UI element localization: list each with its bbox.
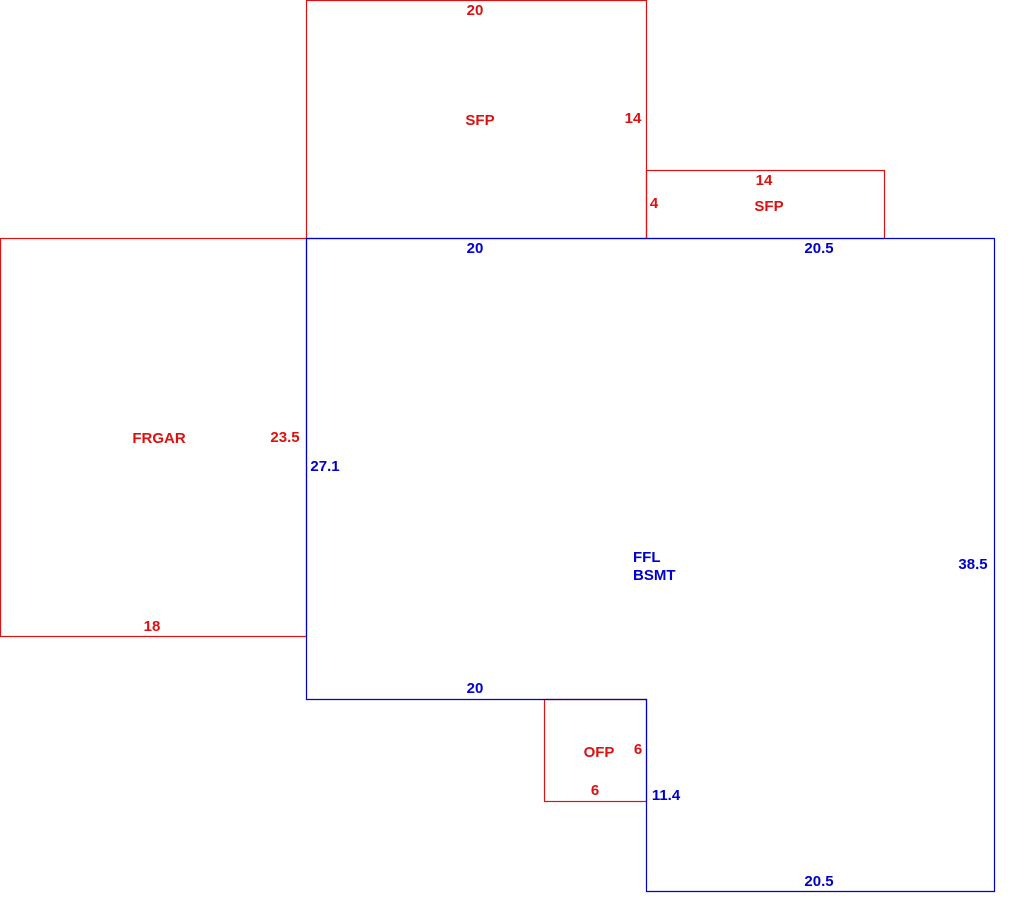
ofp-dim-right: 6 — [634, 741, 642, 758]
frgar-dim-right: 23.5 — [270, 429, 299, 446]
main-dim-top-right: 20.5 — [804, 240, 833, 257]
main-dim-bottom-left: 20 — [467, 680, 484, 697]
sfp-small-dim-left: 4 — [650, 195, 659, 212]
main-dim-right: 38.5 — [958, 556, 987, 573]
ofp-label: OFP — [584, 744, 615, 761]
ofp-dim-bottom: 6 — [591, 782, 599, 799]
sfp-small-label: SFP — [754, 198, 783, 215]
frgar-label: FRGAR — [132, 430, 185, 447]
sfp-top-dim-right: 14 — [625, 110, 642, 127]
sfp-top-dim-top: 20 — [467, 2, 484, 19]
sfp-small-dim-top: 14 — [756, 172, 773, 189]
main-house-outline — [305, 237, 996, 893]
main-dim-bottom-right: 20.5 — [804, 873, 833, 890]
main-label-line1: FFL — [633, 549, 661, 566]
main-dim-top-left: 20 — [467, 240, 484, 257]
frgar-dim-bottom: 18 — [144, 618, 161, 635]
sfp-top-label: SFP — [465, 112, 494, 129]
main-label-line2: BSMT — [633, 567, 676, 584]
main-dim-notch-side: 11.4 — [652, 787, 681, 804]
main-dim-left: 27.1 — [310, 458, 339, 475]
